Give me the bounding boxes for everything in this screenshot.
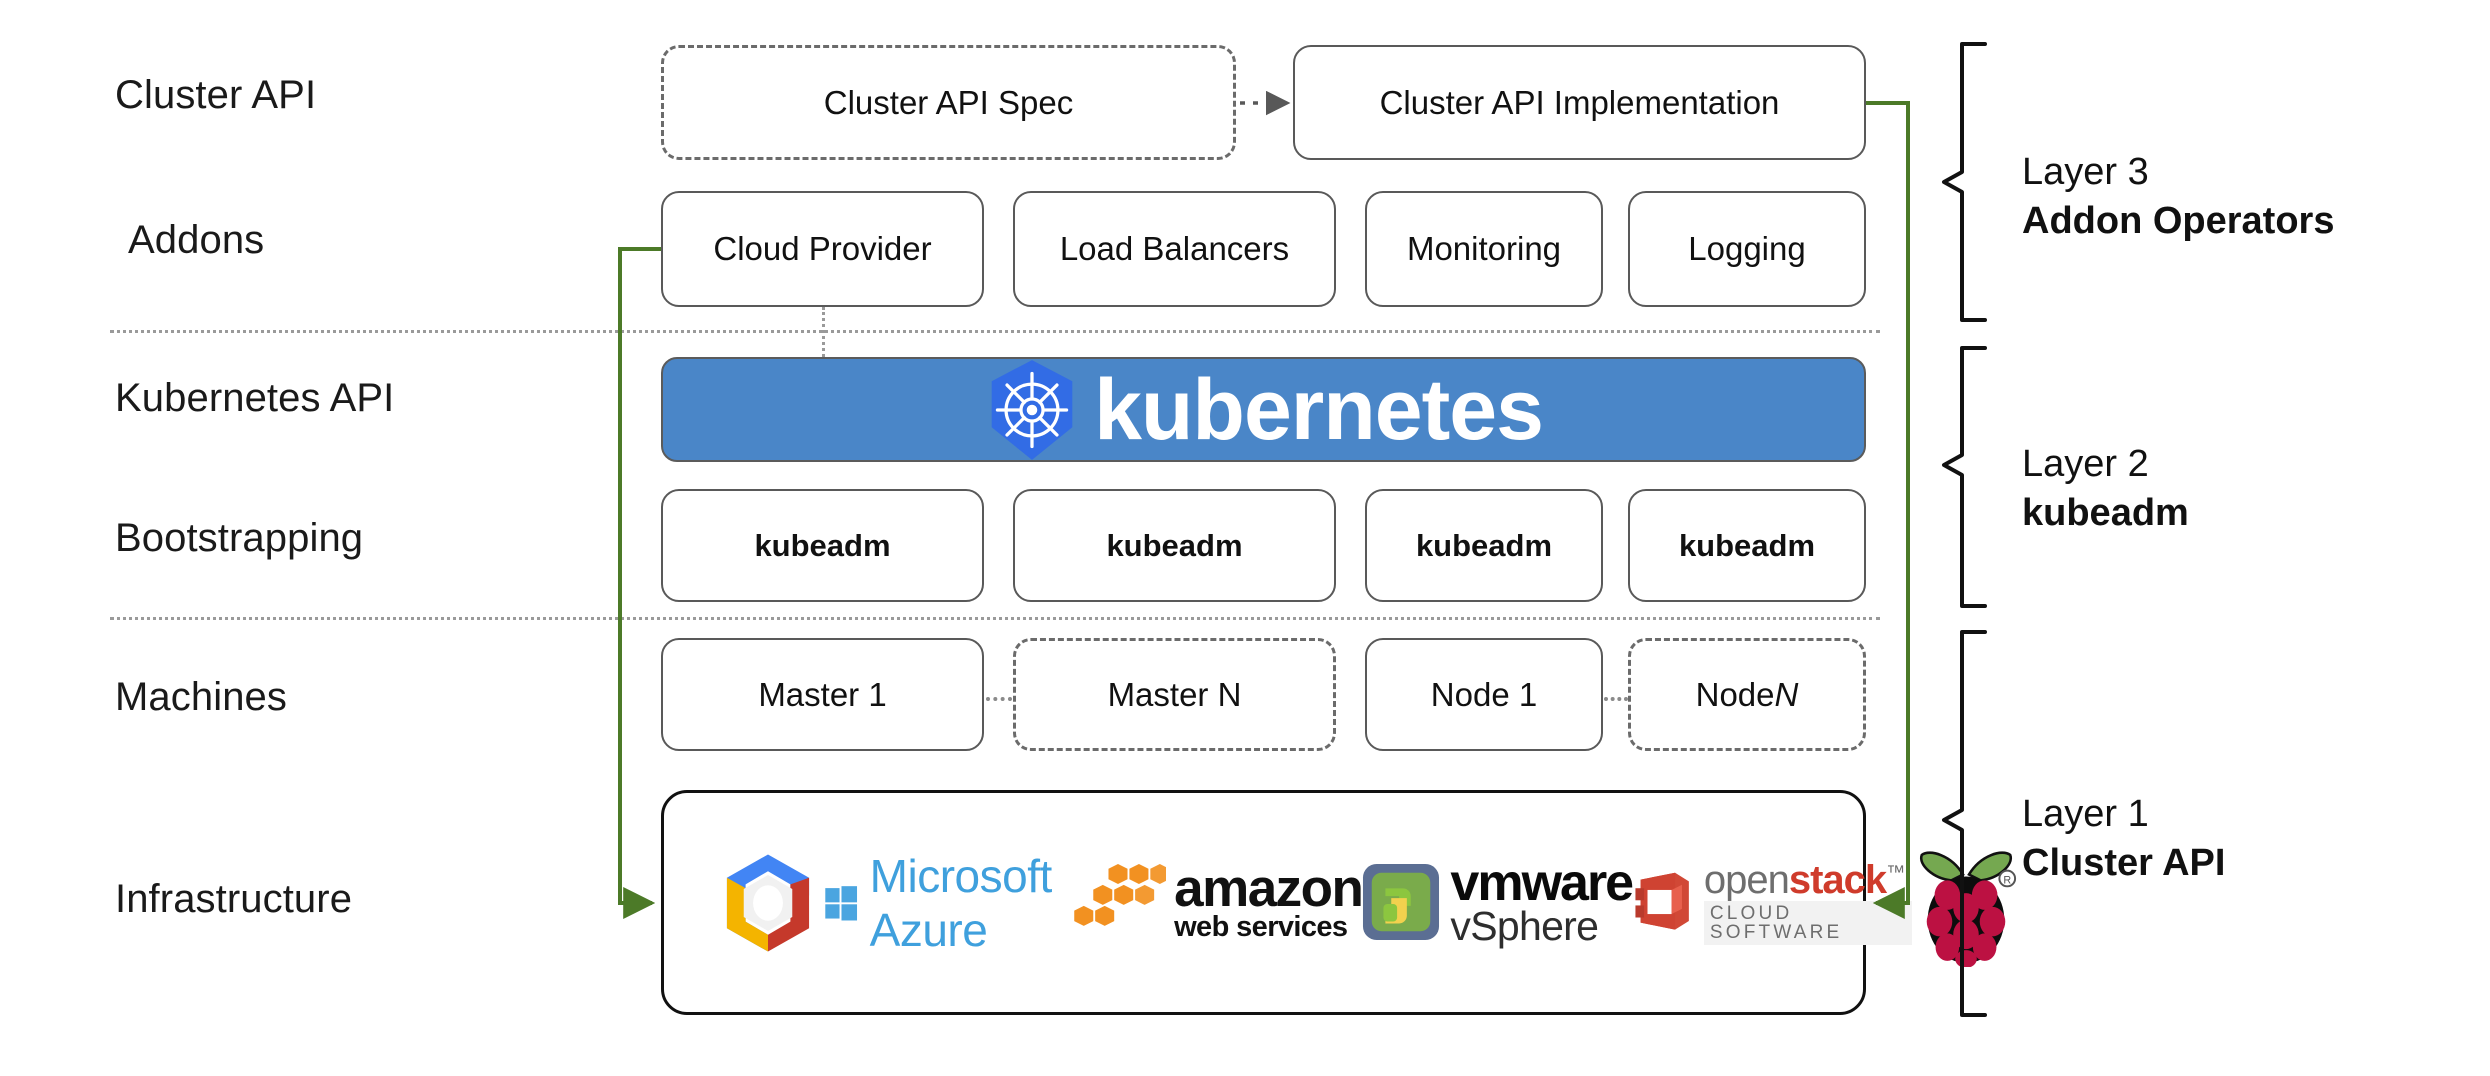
box-logging[interactable]: Logging <box>1628 191 1866 307</box>
box-kubeadm-1[interactable]: kubeadm <box>661 489 984 602</box>
row-label-addons: Addons <box>128 218 265 262</box>
raspberry-pi-logo: R <box>1920 850 2017 967</box>
provider-vmware-vsphere[interactable]: vmware vSphere <box>1362 853 1634 949</box>
vmware-logo <box>1363 864 1440 941</box>
box-kubeadm-2[interactable]: kubeadm <box>1013 489 1336 602</box>
separator-layer3-layer2 <box>110 330 1880 333</box>
box-node-1[interactable]: Node 1 <box>1365 638 1603 751</box>
box-node-n-italic-suffix: N <box>1774 675 1799 713</box>
connector-cloudprovider-to-kubernetes <box>822 307 825 357</box>
brace-layer-3 <box>1942 42 1987 322</box>
box-monitoring[interactable]: Monitoring <box>1365 191 1603 307</box>
box-kubeadm-3[interactable]: kubeadm <box>1365 489 1603 602</box>
provider-google-cloud[interactable] <box>712 847 824 959</box>
openstack-wordmark: openstack™ <box>1703 857 1905 902</box>
kubernetes-helm-wheel-icon <box>984 358 1080 462</box>
row-label-machines: Machines <box>115 675 287 719</box>
provider-amazon-web-services[interactable]: amazon web services <box>1070 858 1364 943</box>
aws-cubes-logo <box>1074 863 1167 926</box>
amazon-wordmark: amazon <box>1174 858 1364 918</box>
provider-openstack[interactable]: openstack™ CLOUD SOFTWARE <box>1632 857 1913 946</box>
row-label-infrastructure: Infrastructure <box>115 877 353 921</box>
kubernetes-api-bar: kubernetes <box>661 357 1866 462</box>
box-cluster-api-implementation[interactable]: Cluster API Implementation <box>1293 45 1866 160</box>
separator-layer2-layer1 <box>110 617 1880 620</box>
google-cloud-hexagon-logo <box>726 853 810 952</box>
openstack-subwordmark: CLOUD SOFTWARE <box>1703 900 1913 946</box>
vsphere-subwordmark: vSphere <box>1450 902 1599 949</box>
box-node-n-label: Node <box>1695 675 1775 713</box>
connector-master1-masterN <box>986 697 1012 701</box>
box-cluster-api-spec[interactable]: Cluster API Spec <box>661 45 1236 160</box>
kubernetes-wordmark: kubernetes <box>1094 361 1544 458</box>
row-label-cluster-api: Cluster API <box>115 73 317 117</box>
openstack-logo <box>1635 873 1689 931</box>
microsoft-windows-logo <box>825 885 858 920</box>
layer-1-name: Cluster API <box>2022 841 2226 884</box>
microsoft-azure-wordmark: Microsoft Azure <box>869 849 1053 956</box>
box-master-1[interactable]: Master 1 <box>661 638 984 751</box>
layer-2-number: Layer 2 <box>2022 443 2149 485</box>
aws-subwordmark: web services <box>1174 910 1348 943</box>
layer-caption-3: Layer 3 Addon Operators <box>2022 148 2334 245</box>
provider-raspberry-pi[interactable]: R <box>1912 839 2020 967</box>
svg-text:R: R <box>2004 874 2012 886</box>
infrastructure-providers-box: Microsoft Azure <box>661 790 2017 1015</box>
arrow-cloudprovider-to-infrastructure <box>618 247 661 919</box>
box-node-n[interactable]: Node N <box>1628 638 1866 751</box>
layer-1-number: Layer 1 <box>2022 793 2149 835</box>
arrow-implementation-to-infrastructure <box>1866 101 1910 919</box>
box-load-balancers[interactable]: Load Balancers <box>1013 191 1336 307</box>
box-master-n[interactable]: Master N <box>1013 638 1336 751</box>
layer-3-name: Addon Operators <box>2022 199 2335 242</box>
vmware-wordmark: vmware <box>1450 853 1634 912</box>
layer-2-name: kubeadm <box>2022 491 2189 534</box>
box-cloud-provider[interactable]: Cloud Provider <box>661 191 984 307</box>
provider-microsoft-azure[interactable]: Microsoft Azure <box>824 849 1070 957</box>
row-label-bootstrapping: Bootstrapping <box>115 516 364 560</box>
layer-caption-2: Layer 2 kubeadm <box>2022 440 2189 537</box>
connector-node1-nodeN <box>1604 697 1628 701</box>
brace-layer-2 <box>1942 346 1987 608</box>
layer-caption-1: Layer 1 Cluster API <box>2022 790 2225 887</box>
box-kubeadm-4[interactable]: kubeadm <box>1628 489 1866 602</box>
row-label-kubernetes-api: Kubernetes API <box>115 376 395 420</box>
layer-3-number: Layer 3 <box>2022 151 2149 193</box>
